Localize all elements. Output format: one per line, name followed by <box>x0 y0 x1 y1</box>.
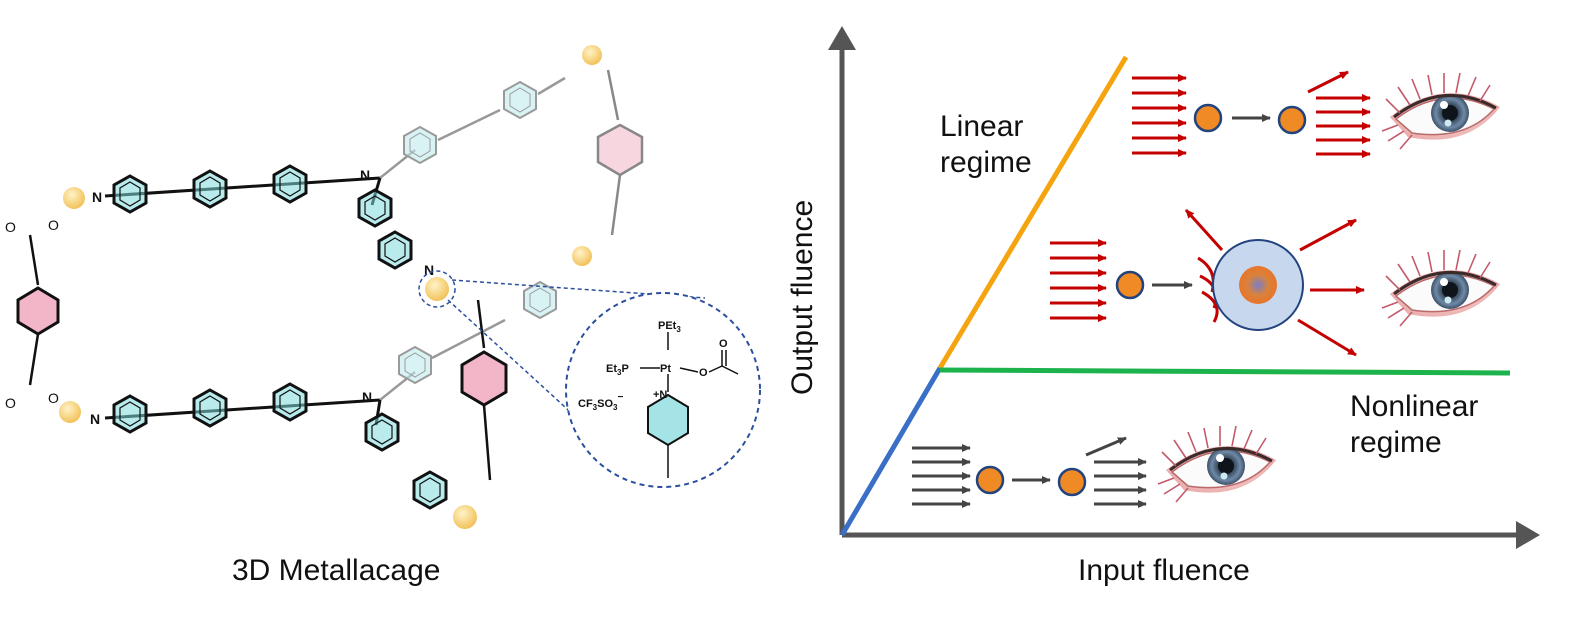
et3p-tail: P <box>621 363 628 375</box>
particle-icon <box>975 465 1005 495</box>
pt-label: Pt <box>660 363 671 375</box>
svg-text:O: O <box>48 390 59 406</box>
et3p-sub: 3 <box>617 368 622 377</box>
n-label: N <box>362 389 372 405</box>
transmitted-dark-arrows <box>1085 436 1147 508</box>
particle-core <box>1239 266 1277 304</box>
particle-icon <box>1115 270 1145 300</box>
plus-n-label: +N <box>653 389 667 401</box>
o-left-label: O <box>699 367 708 379</box>
nonlinear-label-line2: regime <box>1350 426 1442 459</box>
svg-text:PEt3: PEt3 <box>658 320 681 334</box>
particle-icon <box>1193 103 1223 133</box>
metallacage-structure: O O O O N N N N N <box>5 45 644 529</box>
counterion-sub2: 3 <box>613 403 618 412</box>
linear-scenario <box>1132 70 1502 158</box>
counterion-so: SO <box>597 398 613 410</box>
o-right-label: O <box>719 338 728 350</box>
svg-text:CF3SO3−: CF3SO3− <box>578 392 623 412</box>
et3p-label: Et <box>606 363 617 375</box>
linear-label-line1: Linear <box>940 110 1023 143</box>
scattered-red-arrows <box>1184 208 1365 357</box>
counterion-sub1: 3 <box>593 403 598 412</box>
pet3-sub: 3 <box>676 325 681 334</box>
y-axis-label: Output fluence <box>786 200 819 395</box>
incident-dark-arrows <box>912 444 971 508</box>
zoom-callout <box>418 270 761 488</box>
x-axis-label: Input fluence <box>1078 554 1250 587</box>
n-label: N <box>90 411 100 427</box>
pet3-label: PEt <box>658 320 677 332</box>
transmitted-red-arrows <box>1307 70 1371 158</box>
nonlinear-label-line1: Nonlinear <box>1350 390 1478 423</box>
particle-icon <box>1057 467 1087 497</box>
caption-3d-metallacage: 3D Metallacage <box>232 554 440 587</box>
incident-red-arrows <box>1132 74 1187 157</box>
pt-complex: PEt3 Et3P Pt O O +N CF3SO3− <box>578 320 739 478</box>
linear-label-line2: regime <box>940 146 1032 179</box>
axes <box>828 26 1540 549</box>
eye-icon <box>1156 424 1278 504</box>
svg-text:Et3P: Et3P <box>606 363 629 377</box>
n-label: N <box>92 189 102 205</box>
eye-icon <box>1380 248 1502 328</box>
particle-icon <box>1277 105 1307 135</box>
svg-text:O: O <box>5 395 16 411</box>
n-label: N <box>360 167 370 183</box>
n-label: N <box>424 262 434 278</box>
counterion-sup: − <box>617 392 623 403</box>
eye-icon <box>1380 71 1502 151</box>
counterion-cf: CF <box>578 398 593 410</box>
low-fluence-scenario <box>912 424 1278 508</box>
incident-red-arrows <box>1050 239 1107 322</box>
svg-text:O: O <box>48 217 59 233</box>
nonlinear-scenario <box>1050 208 1502 357</box>
response-curves <box>839 55 1511 537</box>
svg-text:O: O <box>5 219 16 235</box>
